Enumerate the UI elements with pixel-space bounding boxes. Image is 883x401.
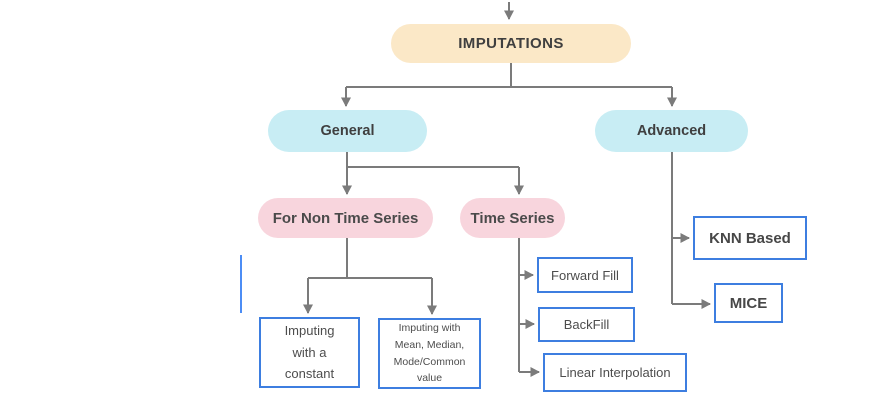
node-imputations: IMPUTATIONS xyxy=(391,24,631,63)
node-general: General xyxy=(268,110,427,152)
node-knn-based: KNN Based xyxy=(693,216,807,260)
node-imputing-with-constant: Imputing with a constant xyxy=(259,317,360,388)
node-advanced: Advanced xyxy=(595,110,748,152)
node-for-non-time-series: For Non Time Series xyxy=(258,198,433,238)
edge-general-trunk xyxy=(346,152,519,168)
node-backfill: BackFill xyxy=(538,307,635,342)
node-mice: MICE xyxy=(714,283,783,323)
node-imputing-with-mean-median-mode: Imputing with Mean, Median, Mode/Common … xyxy=(378,318,481,389)
node-time-series: Time Series xyxy=(460,198,565,238)
node-linear-interpolation: Linear Interpolation xyxy=(543,353,687,392)
stray-blue-line xyxy=(240,255,242,313)
node-forward-fill: Forward Fill xyxy=(537,257,633,293)
